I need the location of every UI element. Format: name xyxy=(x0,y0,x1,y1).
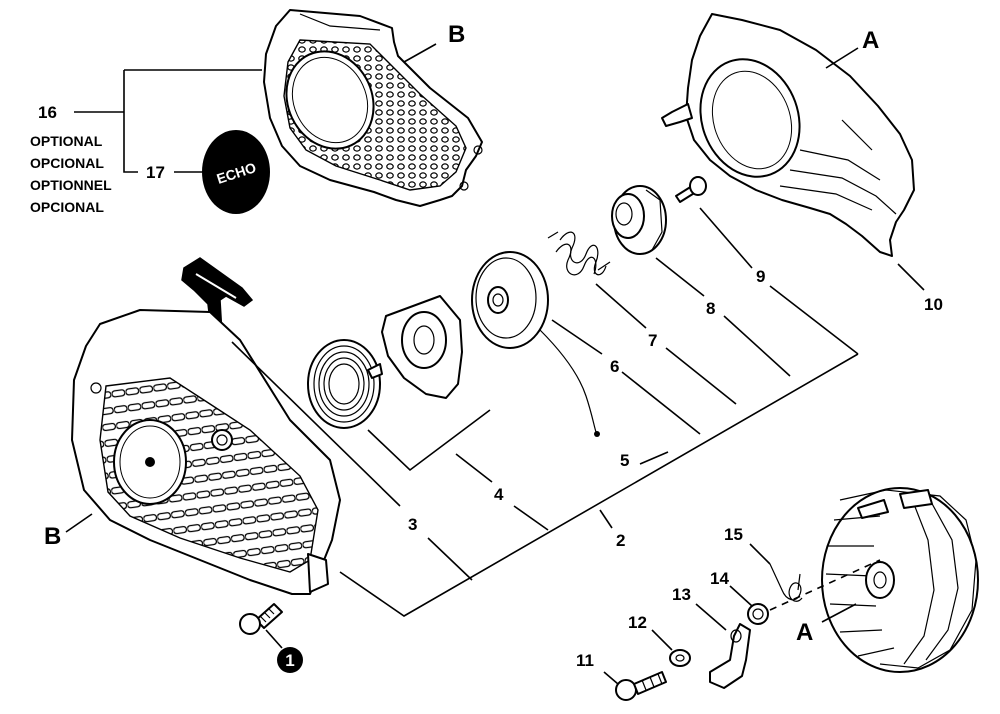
callout-14: 14 xyxy=(710,569,729,588)
recoil-spring xyxy=(307,339,383,429)
callout-labels: 16 OPTIONAL OPCIONAL OPTIONNEL OPCIONAL … xyxy=(30,21,943,673)
callout-13: 13 xyxy=(672,585,691,604)
flywheel xyxy=(821,487,979,673)
bolt-11 xyxy=(615,671,667,701)
spring-7 xyxy=(547,231,611,276)
callout-6: 6 xyxy=(610,357,619,376)
fan-housing xyxy=(661,13,915,257)
callout-11: 11 xyxy=(576,651,594,670)
starter-cover-top xyxy=(263,9,483,207)
rope-pulley xyxy=(471,251,600,437)
spring-case xyxy=(381,295,463,399)
callout-17: 17 xyxy=(146,163,165,182)
washer-14 xyxy=(747,603,769,625)
callout-5: 5 xyxy=(620,451,629,470)
callout-1: 1 xyxy=(285,651,294,670)
optional-line-2: OPCIONAL xyxy=(30,155,104,171)
letter-b-top: B xyxy=(448,21,465,48)
bolt-1 xyxy=(239,603,283,635)
starter-cover-bottom xyxy=(71,309,341,595)
callout-8: 8 xyxy=(706,299,715,318)
pawl-spring-15 xyxy=(769,563,803,602)
callout-15: 15 xyxy=(724,525,743,544)
optional-line-4: OPCIONAL xyxy=(30,199,104,215)
letter-a-bottom: A xyxy=(796,619,813,646)
callout-9: 9 xyxy=(756,267,765,286)
bracket-13 xyxy=(709,623,751,689)
bolt-9 xyxy=(675,176,707,203)
callout-12: 12 xyxy=(628,613,647,632)
callout-2: 2 xyxy=(616,531,625,550)
callout-16: 16 xyxy=(38,103,57,122)
callout-4: 4 xyxy=(494,485,504,504)
letter-a-top: A xyxy=(862,27,879,54)
callout-3: 3 xyxy=(408,515,417,534)
callout-1-circle xyxy=(277,647,303,673)
callout-10: 10 xyxy=(924,295,943,314)
leader-lines xyxy=(65,43,925,685)
washer-12 xyxy=(669,649,691,667)
optional-line-1: OPTIONAL xyxy=(30,133,103,149)
echo-badge: ECHO xyxy=(202,130,270,214)
callout-7: 7 xyxy=(648,331,657,350)
letter-b-left: B xyxy=(44,523,61,550)
pulley-hub xyxy=(611,185,667,255)
optional-line-3: OPTIONNEL xyxy=(30,177,112,193)
